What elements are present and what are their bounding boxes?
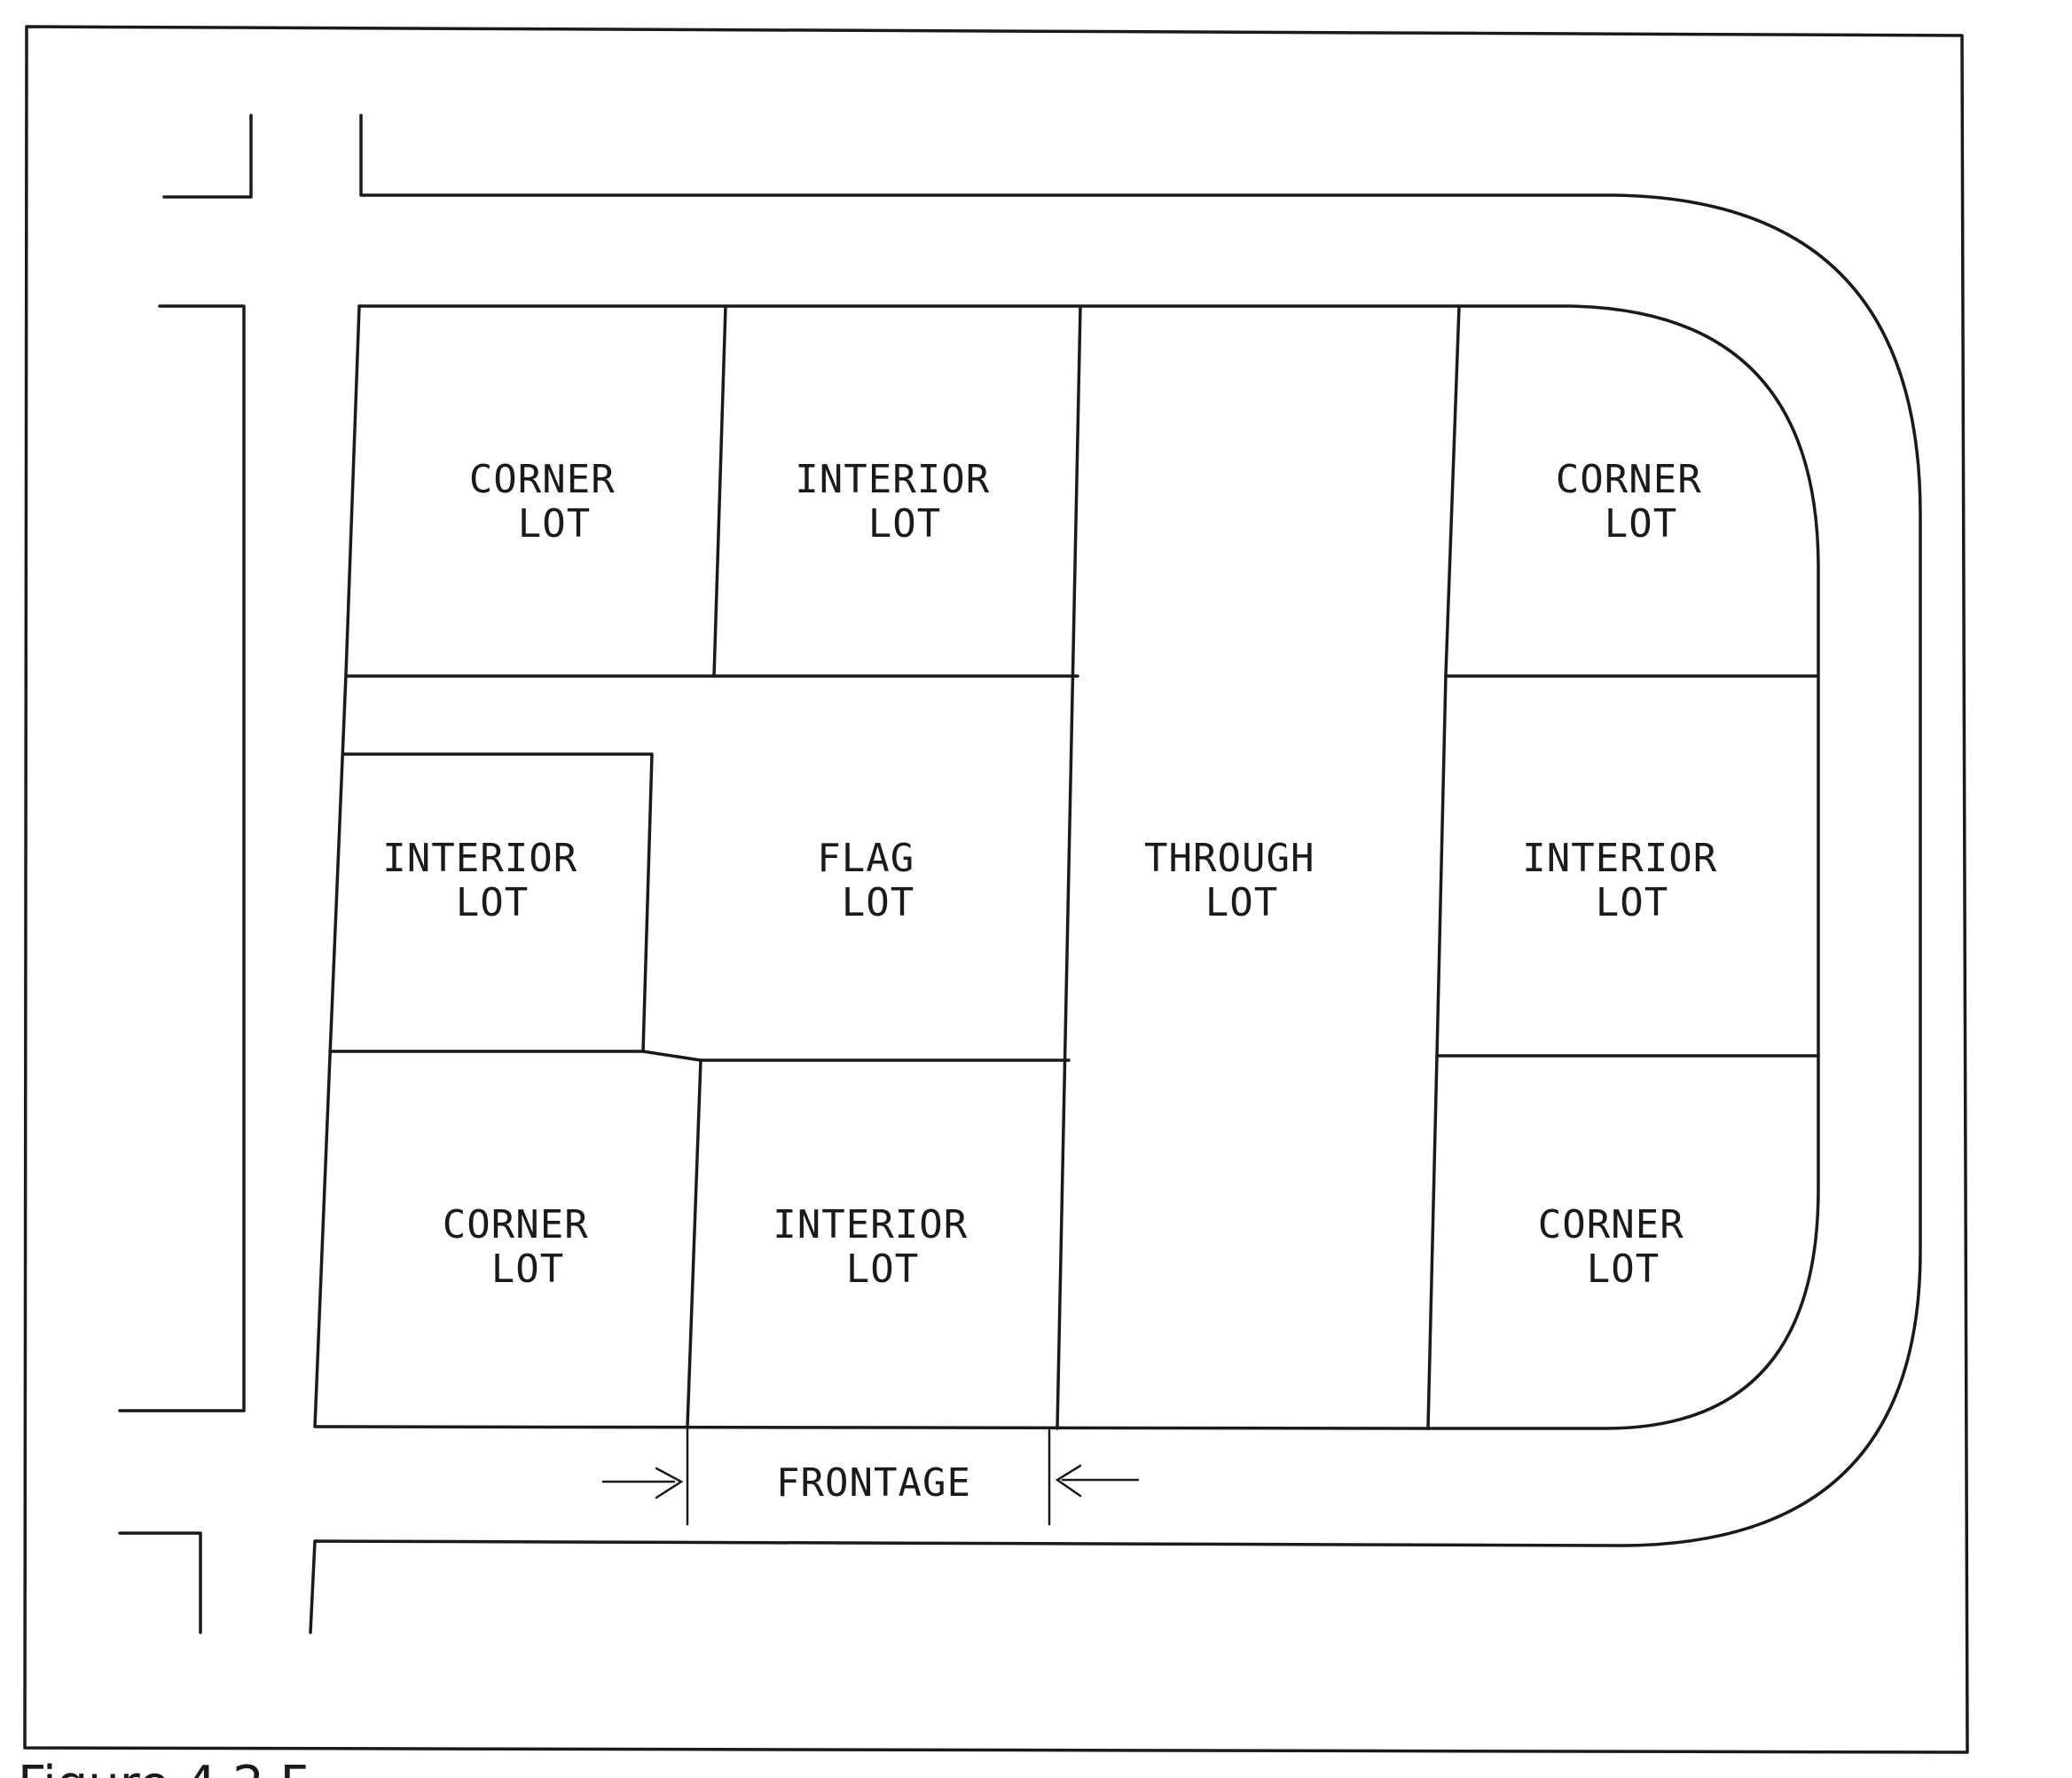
figure-frame [23, 25, 1969, 1754]
lot-label-flag: FLAG LOT [817, 836, 938, 925]
lot-label-through: THROUGH LOT [1144, 836, 1339, 925]
block-outline [313, 304, 1461, 1430]
figure-caption: Figure 4.2.F [18, 1756, 309, 1778]
lot-label-top-left: CORNER LOT [469, 457, 640, 547]
frontage-label: FRONTAGE [776, 1460, 971, 1506]
street-curbs [118, 114, 1922, 1634]
frontage-dimension [601, 1427, 1140, 1526]
lot-label-bottom-mid: INTERIOR LOT [773, 1202, 992, 1292]
lot-label-top-right: CORNER LOT [1556, 457, 1726, 547]
lot-lines [328, 304, 1820, 1430]
lot-label-mid-left: INTERIOR LOT [382, 836, 601, 925]
lot-label-bottom-right: CORNER LOT [1538, 1202, 1708, 1292]
lot-label-top-mid: INTERIOR LOT [795, 457, 1014, 547]
lot-label-bottom-left: CORNER LOT [443, 1202, 613, 1292]
lot-label-mid-right: INTERIOR LOT [1522, 836, 1741, 925]
